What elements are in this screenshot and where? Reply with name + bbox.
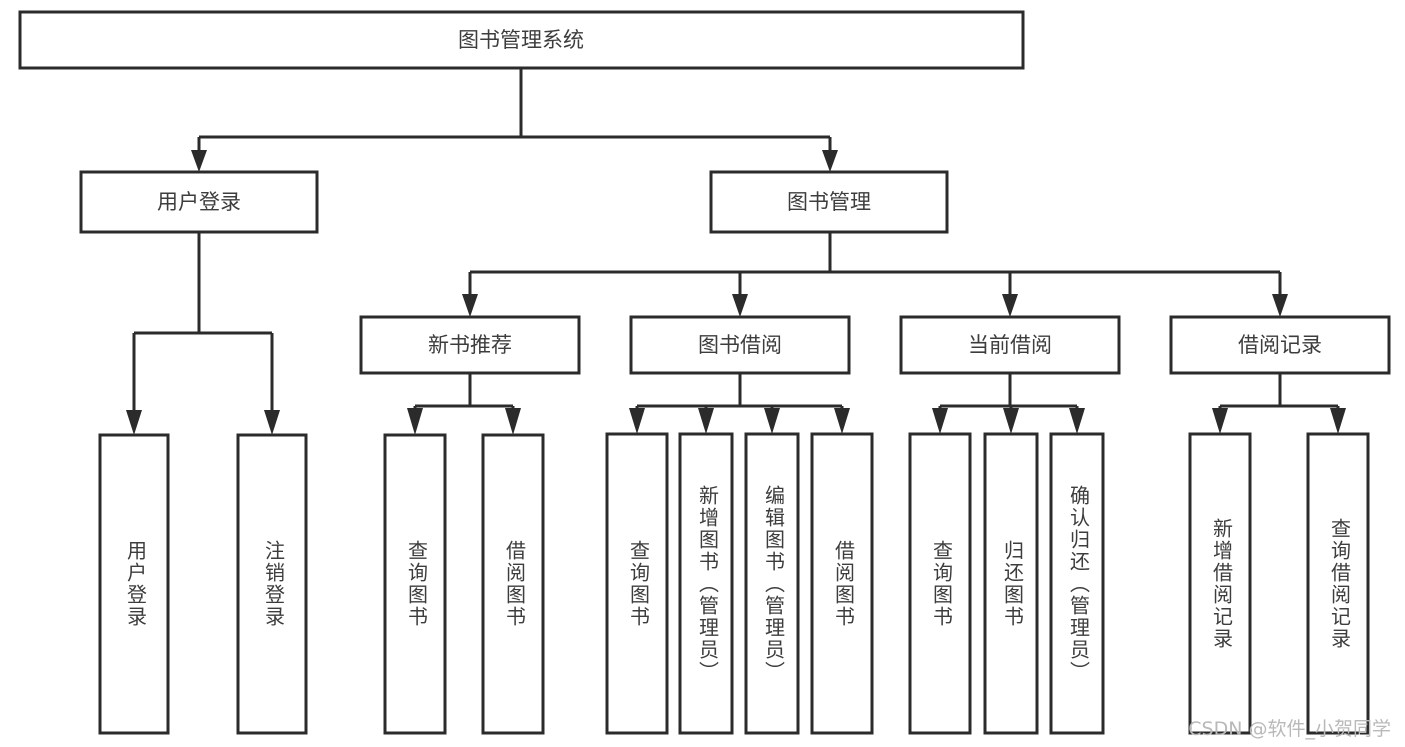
node-root-label: 图书管理系统 [458,28,584,52]
node-leaf-edit-book-label: 编辑图书（管理员） [762,485,786,683]
node-user-login-label: 用户登录 [157,190,241,214]
node-leaf-query-book-2-label: 查询图书 [627,540,651,628]
arrowhead-current-borrow [1002,294,1018,317]
arrowhead-leaf-add-record [1212,408,1228,434]
node-new-book-recommend[interactable]: 新书推荐 [359,315,581,375]
node-root-box[interactable] [18,10,1025,70]
node-leaf-borrow-book-2-box[interactable] [810,432,874,735]
arrowhead-new-book-recommend [462,294,478,317]
node-leaf-add-record-label: 新增借阅记录 [1210,518,1234,650]
node-leaf-logout-box[interactable] [236,433,308,735]
node-leaf-logout[interactable]: 注销登录 [236,433,308,735]
arrowhead-leaf-confirm-return [1069,408,1085,434]
node-leaf-borrow-book-1-box[interactable] [481,433,545,735]
node-leaf-add-record[interactable]: 新增借阅记录 [1188,432,1252,735]
node-leaf-query-record[interactable]: 查询借阅记录 [1306,432,1370,735]
node-leaf-borrow-book-2-label: 借阅图书 [832,540,856,628]
node-leaf-query-book-1-label: 查询图书 [405,540,429,628]
arrowhead-book-manage [822,150,838,172]
node-current-borrow-box[interactable] [899,315,1121,375]
node-leaf-confirm-return[interactable]: 确认归还（管理员） [1049,432,1105,735]
arrowhead-user-login [191,150,207,172]
node-leaf-query-record-label: 查询借阅记录 [1328,518,1352,650]
arrowhead-leaf-user-login [126,410,142,435]
arrowhead-leaf-edit-book [764,408,780,434]
node-leaf-query-book-1[interactable]: 查询图书 [383,433,447,735]
node-leaf-add-book-label: 新增图书（管理员） [696,485,720,683]
arrowhead-leaf-return-book [1003,408,1019,434]
node-user-login-box[interactable] [79,170,319,234]
node-book-borrow[interactable]: 图书借阅 [629,315,851,375]
node-book-manage[interactable]: 图书管理 [709,170,949,234]
node-leaf-confirm-return-label: 确认归还（管理员） [1067,485,1091,683]
arrowhead-leaf-query-book-2 [629,408,645,434]
node-leaf-edit-book-box[interactable] [744,432,800,735]
node-leaf-query-book-3-label: 查询图书 [930,540,954,628]
arrowhead-leaf-borrow-book-1 [505,408,521,435]
node-leaf-confirm-return-box[interactable] [1049,432,1105,735]
arrowhead-borrow-record [1272,294,1288,317]
node-leaf-query-book-3-box[interactable] [908,432,972,735]
node-borrow-record[interactable]: 借阅记录 [1169,315,1391,375]
node-leaf-add-book[interactable]: 新增图书（管理员） [678,432,734,735]
node-leaf-borrow-book-1-label: 借阅图书 [503,540,527,628]
arrowhead-leaf-borrow-book-2 [834,408,850,434]
arrowhead-book-borrow [732,294,748,317]
node-borrow-record-label: 借阅记录 [1238,333,1322,357]
node-leaf-return-book-label: 归还图书 [1001,540,1025,628]
node-new-book-recommend-label: 新书推荐 [428,333,512,357]
node-user-login[interactable]: 用户登录 [79,170,319,234]
node-leaf-return-book-box[interactable] [983,432,1039,735]
arrowhead-leaf-query-book-1 [407,408,423,435]
node-leaf-user-login-box[interactable] [98,433,170,735]
node-leaf-query-book-3[interactable]: 查询图书 [908,432,972,735]
node-borrow-record-box[interactable] [1169,315,1391,375]
node-leaf-user-login-label: 用户登录 [124,540,148,628]
arrowhead-leaf-query-record [1330,408,1346,434]
node-leaf-user-login[interactable]: 用户登录 [98,433,170,735]
node-leaf-edit-book[interactable]: 编辑图书（管理员） [744,432,800,735]
node-leaf-query-book-1-box[interactable] [383,433,447,735]
node-leaf-add-book-box[interactable] [678,432,734,735]
node-book-manage-box[interactable] [709,170,949,234]
node-leaf-borrow-book-2[interactable]: 借阅图书 [810,432,874,735]
node-leaf-query-book-2[interactable]: 查询图书 [605,432,669,735]
node-root[interactable]: 图书管理系统 [18,10,1025,70]
connector-layer [126,68,1346,435]
node-book-manage-label: 图书管理 [787,190,871,214]
node-leaf-borrow-book-1[interactable]: 借阅图书 [481,433,545,735]
arrowhead-leaf-logout [264,410,280,435]
node-leaf-return-book[interactable]: 归还图书 [983,432,1039,735]
arrowhead-leaf-query-book-3 [932,408,948,434]
node-leaf-query-book-2-box[interactable] [605,432,669,735]
node-leaf-add-record-box[interactable] [1188,432,1252,735]
node-leaf-query-record-box[interactable] [1306,432,1370,735]
node-current-borrow-label: 当前借阅 [968,333,1052,357]
arrowhead-leaf-add-book [698,408,714,434]
node-leaf-logout-label: 注销登录 [262,540,286,628]
node-book-borrow-label: 图书借阅 [698,333,782,357]
node-current-borrow[interactable]: 当前借阅 [899,315,1121,375]
node-new-book-recommend-box[interactable] [359,315,581,375]
node-book-borrow-box[interactable] [629,315,851,375]
